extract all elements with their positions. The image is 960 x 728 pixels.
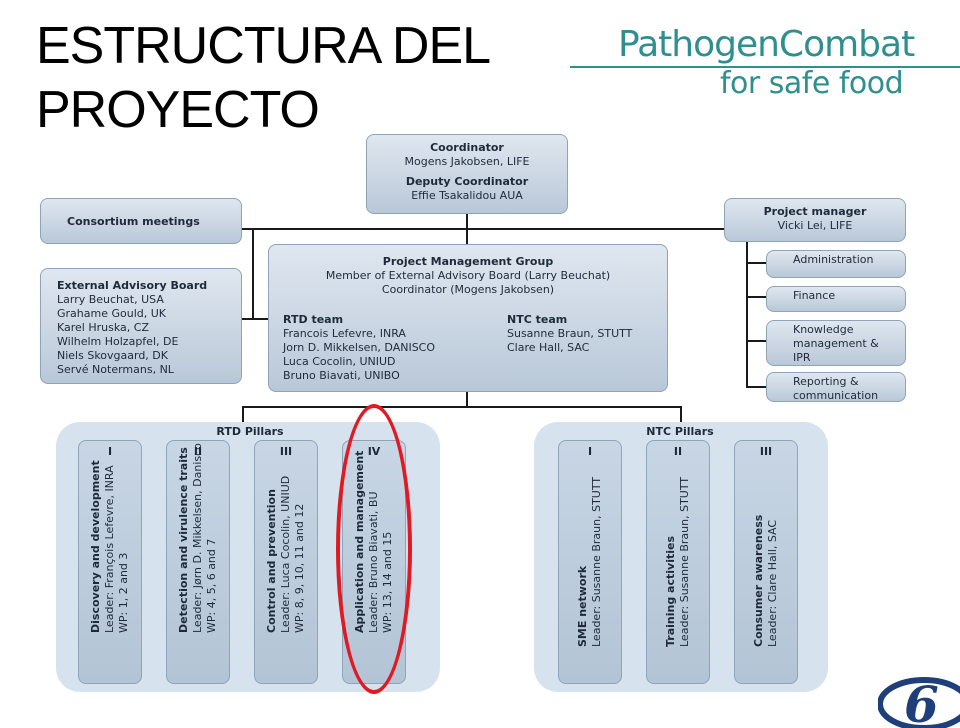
logo-pathogencombat: PathogenCombat — [618, 24, 915, 65]
pillar-number: II — [673, 445, 683, 458]
connector-top-horizontal — [242, 228, 726, 230]
pillar-leader: Leader: Susanne Braun, STUTT — [590, 476, 603, 647]
pillar-leader: Leader: Clare Hall, SAC — [766, 519, 779, 647]
consortium-meetings-box: Consortium meetings — [40, 198, 242, 244]
pillar-text: Detection and virulence traits Leader: J… — [177, 403, 219, 633]
connector-eab-horizontal — [242, 318, 270, 320]
ntc-team-title: NTC team — [507, 313, 568, 326]
pillar-leader: Leader: Luca Cocolin, UNIUD — [279, 475, 292, 633]
eab-title: External Advisory Board — [57, 279, 208, 292]
pillar-number: I — [587, 445, 593, 458]
pillar-number: I — [107, 445, 113, 458]
highlight-ellipse — [336, 404, 412, 694]
pillar-wp: WP: 8, 9, 10, 11 and 12 — [293, 503, 306, 633]
ntc-pillars-title: NTC Pillars — [646, 425, 714, 438]
title-line-1: ESTRUCTURA DEL — [36, 17, 491, 75]
reporting-communication-label: Reporting & communication — [793, 375, 879, 402]
ntc-team-member: Clare Hall, SAC — [507, 341, 590, 354]
consortium-meetings-label: Consortium meetings — [67, 215, 200, 228]
pillar-title: SME network — [576, 565, 589, 647]
project-management-group-box: Project Management Group Member of Exter… — [268, 244, 668, 392]
coordinator-box: Coordinator Mogens Jakobsen, LIFE Deputy… — [366, 134, 568, 214]
project-manager-name: Vicki Lei, LIFE — [777, 219, 853, 232]
slide-title: ESTRUCTURA DEL PROYECTO — [36, 14, 596, 142]
eab-member: Karel Hruska, CZ — [57, 321, 149, 334]
pillar-title: Detection and virulence traits — [177, 447, 190, 633]
connector-pm-knowledge — [746, 340, 766, 342]
connector-pmg-pillars — [466, 392, 468, 408]
pillar-number: III — [279, 445, 293, 458]
pillar-leader: Leader: Susanne Braun, STUTT — [678, 476, 691, 647]
pillar-text: Consumer awareness Leader: Clare Hall, S… — [752, 417, 780, 647]
pillar-title: Consumer awareness — [752, 514, 765, 647]
ntc-team-member: Susanne Braun, STUTT — [507, 327, 633, 340]
eab-member: Servé Notermans, NL — [57, 363, 174, 376]
deputy-coordinator-title: Deputy Coordinator — [405, 175, 529, 188]
pillar-number: III — [759, 445, 773, 458]
pillar-text: SME network Leader: Susanne Braun, STUTT — [576, 417, 604, 647]
rtd-team-member: Francois Lefevre, INRA — [283, 327, 406, 340]
pillar-text: Control and prevention Leader: Luca Coco… — [265, 403, 307, 633]
rtd-pillars-title: RTD Pillars — [216, 425, 284, 438]
project-manager-box: Project manager Vicki Lei, LIFE — [724, 198, 906, 242]
knowledge-management-box: Knowledge management & IPR — [766, 320, 906, 366]
pillar-wp: WP: 4, 5, 6 and 7 — [205, 538, 218, 633]
administration-label: Administration — [793, 253, 874, 266]
rtd-team-title: RTD team — [283, 313, 344, 326]
external-advisory-board-box: External Advisory Board Larry Beuchat, U… — [40, 268, 242, 384]
ntc-team: NTC team Susanne Braun, STUTT Clare Hall… — [507, 313, 632, 355]
pillar-text: Discovery and development Leader: Franço… — [89, 403, 131, 633]
administration-box: Administration — [766, 250, 906, 278]
knowledge-management-label: Knowledge management & IPR — [793, 323, 879, 364]
pillar-leader: Leader: Jørn D. Mikkelsen, Danisco — [191, 443, 204, 633]
deputy-coordinator-name: Effie Tsakalidou AUA — [411, 189, 523, 202]
svg-text:6: 6 — [904, 675, 939, 728]
pmg-title: Project Management Group — [382, 255, 554, 268]
fp6-logo-icon: 6 — [878, 675, 960, 728]
ntc-pillar-3: III Consumer awareness Leader: Clare Hal… — [734, 440, 798, 684]
pillar-wp: WP: 1, 2 and 3 — [117, 552, 130, 633]
connector-pm-finance — [746, 296, 766, 298]
coordinator-name: Mogens Jakobsen, LIFE — [404, 155, 530, 168]
title-line-2: PROYECTO — [36, 81, 320, 139]
finance-label: Finance — [793, 289, 836, 302]
pillar-leader: Leader: François Lefevre, INRA — [103, 465, 116, 633]
connector-pm-admin — [746, 262, 766, 264]
connector-eab-vertical — [252, 228, 254, 318]
eab-member: Wilhelm Holzapfel, DE — [57, 335, 179, 348]
eab-member: Larry Beuchat, USA — [57, 293, 164, 306]
rtd-team-member: Jorn D. Mikkelsen, DANISCO — [283, 341, 436, 354]
eab-member: Grahame Gould, UK — [57, 307, 167, 320]
connector-pm-reporting — [746, 386, 766, 388]
connector-rtd-drop — [242, 406, 244, 424]
rtd-pillar-1: I Discovery and development Leader: Fran… — [78, 440, 142, 684]
logo-tagline: for safe food — [720, 66, 904, 101]
logo-rule — [570, 66, 960, 68]
reporting-communication-box: Reporting & communication — [766, 372, 906, 402]
pillar-text: Training activities Leader: Susanne Brau… — [664, 417, 692, 647]
connector-pm-sub-vertical — [746, 242, 748, 386]
pillar-title: Training activities — [664, 536, 677, 647]
pillar-number: II — [193, 445, 203, 458]
pmg-line-2: Coordinator (Mogens Jakobsen) — [381, 283, 555, 296]
pmg-line-1: Member of External Advisory Board (Larry… — [325, 269, 611, 282]
rtd-team: RTD team Francois Lefevre, INRA Jorn D. … — [283, 313, 435, 383]
pillar-title: Discovery and development — [89, 460, 102, 633]
rtd-team-member: Luca Cocolin, UNIUD — [283, 355, 396, 368]
connector-pillars-horizontal — [242, 406, 682, 408]
pillar-title: Control and prevention — [265, 489, 278, 633]
rtd-pillar-2: II Detection and virulence traits Leader… — [166, 440, 230, 684]
project-manager-title: Project manager — [763, 205, 867, 218]
eab-member: Niels Skovgaard, DK — [57, 349, 168, 362]
connector-ntc-drop — [680, 406, 682, 424]
rtd-team-member: Bruno Biavati, UNIBO — [283, 369, 400, 382]
ntc-pillar-1: I SME network Leader: Susanne Braun, STU… — [558, 440, 622, 684]
ntc-pillar-2: II Training activities Leader: Susanne B… — [646, 440, 710, 684]
rtd-pillar-3: III Control and prevention Leader: Luca … — [254, 440, 318, 684]
finance-box: Finance — [766, 286, 906, 312]
coordinator-title: Coordinator — [430, 141, 504, 154]
